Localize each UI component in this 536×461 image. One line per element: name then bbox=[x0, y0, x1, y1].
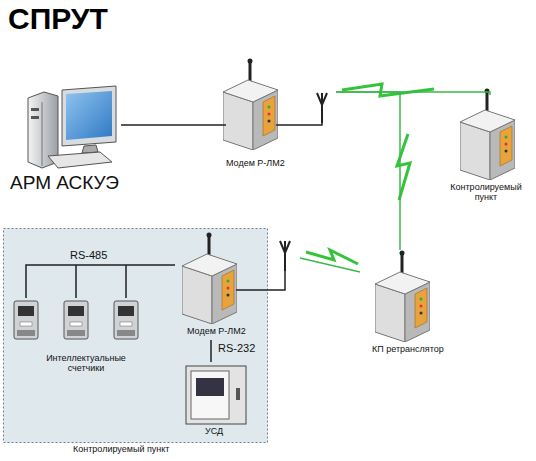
workstation: АРМ АСКУЭ bbox=[8, 75, 121, 200]
node-label: Модем Р-ЛМ2 bbox=[226, 158, 285, 168]
node-label: Контролируемый пункт bbox=[73, 444, 169, 454]
diagram-title: СПРУТ bbox=[8, 2, 108, 36]
node-label: УСД bbox=[205, 426, 223, 436]
node-label: КП ретранслятор bbox=[372, 344, 444, 354]
relay-point: КП ретранслятор bbox=[360, 250, 470, 358]
connector bbox=[300, 258, 360, 272]
connector bbox=[121, 124, 226, 126]
modem-device: Модем Р-ЛМ2 bbox=[226, 60, 336, 172]
interface-label: RS-232 bbox=[218, 342, 255, 355]
data-unit: УСД bbox=[180, 362, 255, 442]
meter-group: Интеллектуальные счетчики bbox=[8, 298, 158, 378]
node-label: Контролируемый пункт bbox=[446, 182, 526, 203]
connector bbox=[210, 340, 212, 362]
connector bbox=[336, 92, 400, 250]
node-label: Модем Р-ЛМ2 bbox=[187, 326, 246, 336]
node-label: Интеллектуальные счетчики bbox=[36, 353, 136, 374]
node-label: АРМ АСКУЭ bbox=[10, 172, 119, 194]
modem-device: Модем Р-ЛМ2 bbox=[175, 238, 300, 340]
controlled-point: Контролируемый пункт bbox=[440, 95, 532, 205]
controlled-region: Контролируемый пунктМодем Р-ЛМ2Интеллект… bbox=[3, 228, 268, 443]
interface-label: RS-485 bbox=[70, 249, 107, 262]
connector bbox=[26, 265, 175, 298]
